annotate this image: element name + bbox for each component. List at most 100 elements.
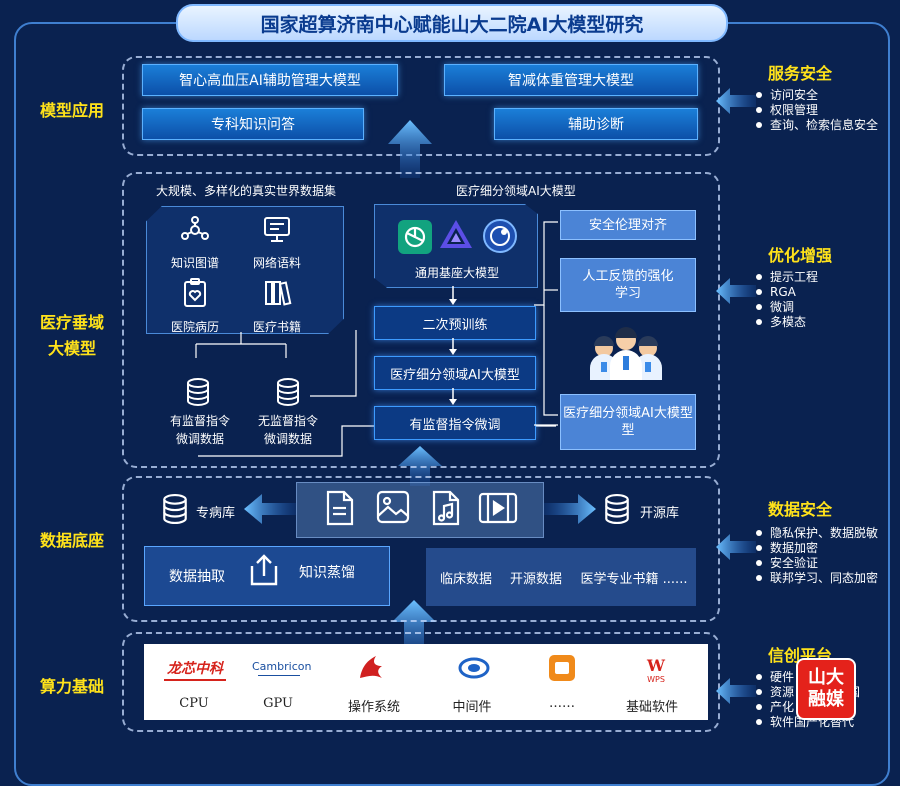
result-model-box[interactable]: 医疗细分领域AI大模型 型 (560, 394, 696, 450)
optimize-list: 提示工程 RGA 微调 多模态 (756, 270, 818, 330)
dataset-box (146, 206, 344, 334)
software-logo-icon (549, 655, 575, 681)
compute-item: 中间件 (452, 700, 492, 715)
domain-model-step[interactable]: 医疗细分领域AI大模型 (374, 356, 536, 390)
logo-line1: 山大 (808, 667, 844, 688)
down-arrow-icon (449, 388, 457, 405)
service-security-list: 访问安全 权限管理 查询、检索信息安全 (756, 88, 878, 133)
database-icon (605, 494, 629, 524)
medical-panel (122, 172, 720, 468)
list-item: RGA (756, 285, 818, 300)
source-item: 医学专业书籍 ...... (580, 572, 688, 587)
bracket-lines (534, 221, 558, 426)
unsupervised-line2: 微调数据 (263, 432, 312, 446)
unsupervised-line1: 无监督指令 (257, 414, 318, 428)
app-weight[interactable]: 智减体重管理大模型 (444, 64, 698, 96)
xinchuang-list: 硬件 资源国 产化 软件国产化替代 (756, 670, 860, 730)
result-line2: 型 (621, 423, 635, 438)
left-arrow-icon (716, 678, 756, 704)
extract-label: 数据抽取 (169, 569, 225, 585)
compute-item: 操作系统 (347, 700, 400, 715)
loongson-logo-text: 龙芯中科 (167, 661, 223, 677)
image-icon (376, 490, 410, 524)
distill-label: 知识蒸馏 (299, 565, 355, 581)
supervised-line1: 有监督指令 (169, 414, 230, 428)
audio-file-icon (432, 490, 460, 526)
row-label-medical-line2: 大模型 (47, 339, 96, 358)
left-arrow-icon (716, 534, 756, 560)
compute-panel (122, 632, 720, 732)
list-item: 安全验证 (756, 556, 878, 571)
dataset-item: 知识图谱 (170, 256, 219, 270)
wps-logo: W WPS (636, 656, 676, 684)
rlhf-line1: 人工反馈的强化 (582, 269, 674, 284)
cambricon-logo: Cambricon (252, 660, 311, 676)
database-icon (187, 378, 209, 406)
down-arrow-icon (449, 338, 457, 355)
ethics-box[interactable]: 安全伦理对齐 (560, 210, 696, 240)
compute-item: CPU (179, 696, 209, 711)
row-label-medical-line1: 医疗垂域 (39, 313, 104, 332)
disease-db-label: 专病库 (196, 506, 236, 521)
books-icon (265, 281, 292, 306)
data-security-title: 数据安全 (768, 500, 833, 519)
computer-icon (264, 217, 290, 242)
compute-item: …… (549, 696, 575, 711)
list-item-part: 资源 (770, 685, 795, 699)
database-icon (163, 494, 187, 524)
list-item: 权限管理 (756, 103, 878, 118)
loongson-logo: 龙芯中科 (164, 658, 226, 681)
app-diagnosis[interactable]: 辅助诊断 (494, 108, 698, 140)
right-arrow-icon (544, 494, 596, 524)
left-arrow-icon (244, 494, 296, 524)
logo-line2: 融媒 (808, 689, 844, 710)
base-model-label: 通用基座大模型 (414, 266, 499, 280)
list-item: 隐私保护、数据脱敏 (756, 526, 878, 541)
sources-box (426, 548, 696, 606)
rlhf-line2: 学习 (614, 286, 641, 301)
unsupervised-data-label: 无监督指令 微调数据 (248, 412, 328, 448)
open-db-label: 开源库 (640, 506, 680, 521)
compute-white-box (144, 644, 708, 720)
os-logo-icon (360, 656, 382, 678)
doctors-icon (590, 327, 662, 380)
up-arrow-icon (388, 120, 432, 178)
app-hypertension[interactable]: 智心高血压AI辅助管理大模型 (142, 64, 398, 96)
openai-logo-icon (398, 220, 432, 254)
shanda-media-logo: 山大 融媒 (796, 658, 856, 720)
list-item: 数据加密 (756, 541, 878, 556)
knowledge-graph-icon (181, 216, 209, 240)
page-title: 国家超算济南中心赋能山大二院AI大模型研究 (260, 13, 644, 36)
middleware-logo-icon (458, 657, 490, 679)
sft-step[interactable]: 有监督指令微调 (374, 406, 536, 440)
list-item: 查询、检索信息安全 (756, 118, 878, 133)
compute-item: 基础软件 (625, 700, 678, 715)
left-arrow-icon (716, 88, 756, 114)
upload-icon (250, 554, 278, 586)
pretrain-step[interactable]: 二次预训练 (374, 306, 536, 340)
video-icon (478, 492, 518, 524)
extract-distill-box (144, 546, 390, 606)
connector-lines (195, 330, 556, 457)
app-qa[interactable]: 专科知识问答 (142, 108, 364, 140)
row-label-data: 数据底座 (39, 531, 104, 550)
left-arrow-icon (716, 278, 756, 304)
list-item: 硬件 (756, 670, 860, 685)
file-types-strip (296, 482, 544, 538)
document-icon (326, 490, 354, 526)
list-item: 联邦学习、同态加密 (756, 571, 878, 586)
model-logo-icon (483, 219, 517, 253)
qwen-logo-icon (440, 220, 472, 248)
dataset-item: 医院病历 (170, 320, 219, 334)
source-item: 开源数据 (509, 572, 562, 587)
wps-logo-text: WPS (647, 675, 665, 684)
dataset-item: 网络语料 (252, 256, 301, 270)
rlhf-box[interactable]: 人工反馈的强化 学习 (560, 258, 696, 312)
app-panel (122, 56, 720, 156)
medical-record-icon (184, 278, 206, 307)
supervised-line2: 微调数据 (175, 432, 224, 446)
optimize-title: 优化增强 (768, 246, 833, 265)
list-item: 多模态 (756, 315, 818, 330)
source-item: 临床数据 (439, 572, 492, 587)
row-label-medical: 医疗垂域 大模型 (30, 310, 114, 362)
